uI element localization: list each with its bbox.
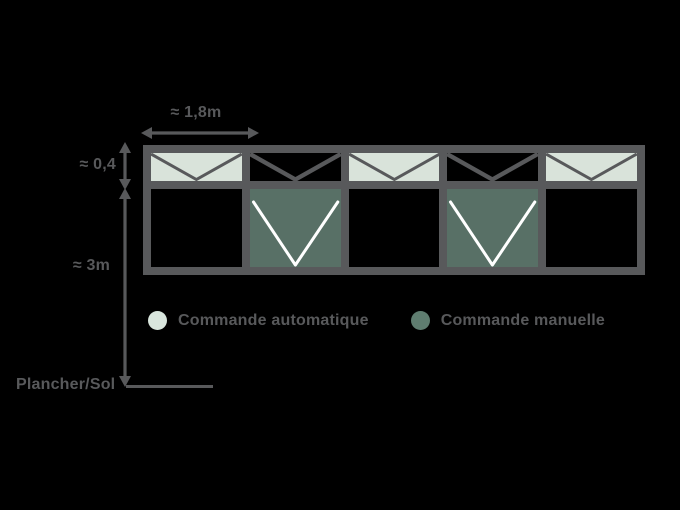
panel-fixed [546,189,637,267]
facade-bay-5 [546,153,637,267]
transom-vent-automatic [348,153,440,181]
legend-item-automatic: Commande automatique [148,311,369,330]
legend: Commande automatique Commande manuelle [148,311,605,330]
wall-height-dimension-arrow [119,188,131,387]
facade [143,145,645,275]
manual-control-dot-icon [410,311,430,330]
panel-manual-opening [249,189,341,267]
legend-label-automatic: Commande automatique [178,311,369,329]
transom-opening-direction-icon [546,153,637,181]
bay-width-dimension-arrow [141,127,259,139]
panel-fixed [348,189,440,267]
facade-bay-1 [151,153,242,267]
bay-width-dimension-label: ≈ 1,8m [170,104,222,121]
transom-height-dimension-arrow [119,142,131,190]
facade-bay-2 [249,153,341,267]
facade-bay-4 [447,153,539,267]
panel-opening-direction-icon [449,200,537,267]
legend-label-manual: Commande manuelle [440,311,606,329]
legend-item-manual: Commande manuelle [410,311,606,330]
transom-height-dimension-label: ≈ 0,4 [79,156,116,173]
floor-label: Plancher/Sol [16,376,116,393]
transom-opening-direction-icon [447,153,539,181]
transom-vent-plain [447,153,539,181]
floor-line [126,385,213,388]
transom-opening-direction-icon [249,153,341,181]
panel-fixed [151,189,242,267]
automatic-control-dot-icon [148,311,167,330]
transom-opening-direction-icon [348,153,440,181]
wall-height-dimension-label: ≈ 3m [72,257,110,274]
transom-vent-plain [249,153,341,181]
panel-manual-opening [447,189,539,267]
transom-opening-direction-icon [151,153,242,181]
transom-vent-automatic [546,153,637,181]
facade-bay-3 [348,153,440,267]
panel-opening-direction-icon [251,200,340,267]
transom-vent-automatic [151,153,242,181]
